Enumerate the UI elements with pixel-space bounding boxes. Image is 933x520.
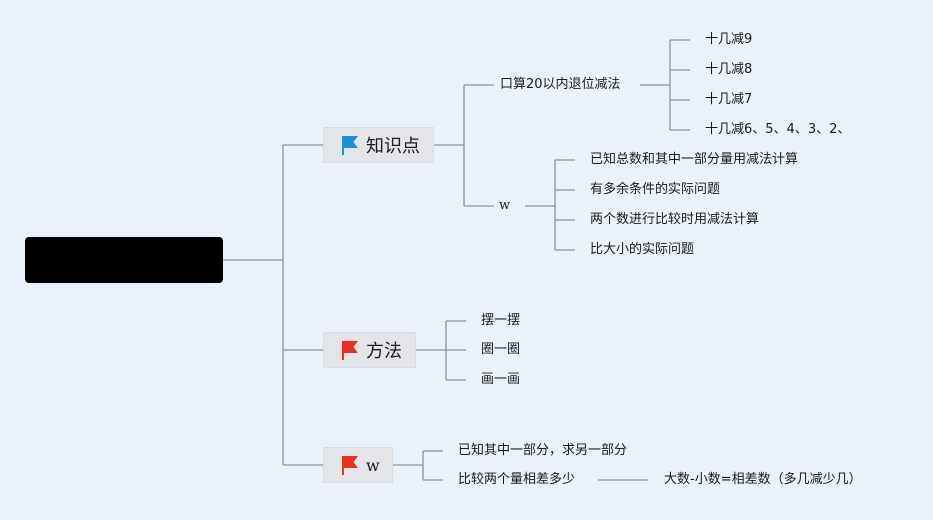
- leaf-item[interactable]: 已知总数和其中一部分量用减法计算: [590, 152, 799, 167]
- leaf-item[interactable]: 有多余条件的实际问题: [590, 182, 721, 197]
- flag-shape: [342, 456, 358, 475]
- leaf-item[interactable]: 两个数进行比较时用减法计算: [590, 212, 760, 227]
- branch-label: 方法: [366, 341, 402, 362]
- flag-shape: [342, 136, 358, 155]
- leaf-item[interactable]: 已知其中一部分，求另一部分: [458, 443, 628, 458]
- branch-w[interactable]: w: [323, 447, 393, 483]
- branch-knowledge[interactable]: 知识点: [323, 127, 434, 163]
- flag-icon: [342, 136, 358, 155]
- subtopic-mental-subtraction[interactable]: 口算20以内退位减法: [500, 77, 621, 92]
- branch-label: 知识点: [366, 136, 420, 157]
- subtopic-w[interactable]: w: [499, 198, 511, 213]
- leaf-item[interactable]: 比大小的实际问题: [590, 242, 695, 257]
- leaf-item[interactable]: 十几减8: [705, 62, 753, 77]
- leaf-formula[interactable]: 大数-小数=相差数（多几减少几）: [664, 472, 862, 487]
- root-node[interactable]: [25, 237, 223, 283]
- branch-label: w: [366, 455, 380, 475]
- leaf-item[interactable]: 十几减9: [705, 32, 753, 47]
- leaf-item[interactable]: 十几减6、5、4、3、2、: [705, 122, 851, 137]
- flag-icon: [342, 456, 358, 475]
- flag-shape: [342, 341, 358, 360]
- leaf-item[interactable]: 十几减7: [705, 92, 753, 107]
- branch-method[interactable]: 方法: [323, 332, 416, 368]
- subtopic-compare[interactable]: 比较两个量相差多少: [458, 472, 576, 487]
- leaf-item[interactable]: 圈一圈: [481, 342, 521, 357]
- leaf-item[interactable]: 画一画: [481, 372, 521, 387]
- flag-icon: [342, 341, 358, 360]
- leaf-item[interactable]: 摆一摆: [481, 313, 521, 328]
